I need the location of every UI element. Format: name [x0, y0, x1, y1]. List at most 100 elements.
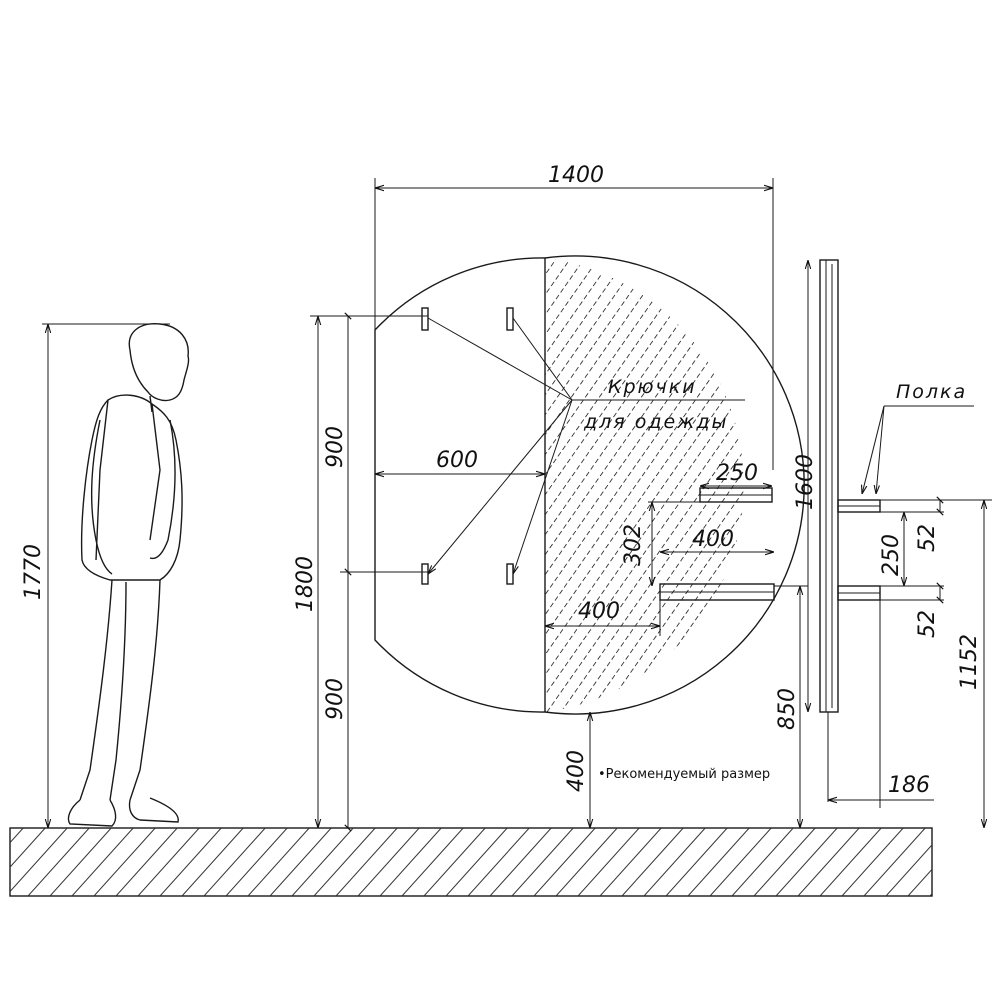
person-height-label: 1770: [21, 544, 46, 600]
hatch-line: [43, 258, 361, 712]
hatch-line: [269, 828, 332, 896]
hook-top-right: [506, 307, 514, 331]
hatch-line: [0, 258, 39, 712]
hatch-line: [885, 844, 932, 896]
hatch-line: [616, 258, 744, 712]
hatch-line: [995, 258, 1000, 712]
hatch-line: [0, 258, 151, 712]
hatch-line: [545, 258, 558, 712]
hatch-line: [225, 828, 288, 896]
hatch-line: [0, 258, 207, 712]
hatch-line: [819, 828, 882, 896]
shelf-gap-label: 302: [621, 524, 646, 566]
hatch-line: [0, 258, 123, 712]
hatch-line: [883, 258, 1000, 712]
floor-clearance-dimension: 400 •Рекомендуемый размер: [564, 712, 770, 828]
side-height-label: 1600: [793, 454, 818, 510]
hatch-line: [1, 258, 319, 712]
side-view: 1600 Полка 52 250 52 1152 186: [793, 259, 992, 828]
hatch-line: [709, 828, 772, 896]
hooks-label-line2: для одежды: [583, 411, 728, 433]
hatch-line: [731, 828, 794, 896]
hatch-line: [113, 258, 431, 712]
hatch-line: [445, 828, 508, 896]
hatch-line: [49, 828, 112, 896]
hatch-line: [545, 258, 572, 712]
hatch-line: [247, 828, 310, 896]
hatch-line: [155, 258, 473, 712]
hatch-line: [10, 828, 68, 893]
hatch-line: [467, 828, 530, 896]
mirror-front-view: [0, 255, 1000, 715]
hatch-line: [952, 828, 1000, 896]
hatch-line: [0, 258, 95, 712]
mirror-height-dimensions: 1800 900 900: [293, 312, 428, 832]
lower-half-label: 900: [323, 678, 348, 720]
front-shelves: 250 302 400 400: [545, 461, 775, 636]
hatch-line: [169, 258, 487, 712]
hatch-line: [545, 258, 586, 712]
hatch-line: [137, 828, 200, 896]
hatch-line: [687, 828, 750, 896]
hatch-line: [0, 258, 137, 712]
hooks-label-line1: Крючки: [608, 376, 697, 398]
hatch-line: [0, 828, 1, 896]
hatch-line: [0, 258, 11, 712]
hatch-line: [0, 258, 25, 712]
hatch-line: [545, 258, 740, 712]
hatch-line: [996, 828, 1000, 896]
hatch-line: [560, 258, 744, 712]
hatch-line: [10, 828, 46, 868]
shelf-height-dimension: 850: [774, 585, 808, 828]
hatch-line: [159, 828, 222, 896]
width-label: 1400: [548, 163, 604, 188]
hatch-line: [335, 828, 398, 896]
hatch-line: [379, 828, 442, 896]
hatch-line: [71, 258, 389, 712]
hatch-line: [841, 828, 904, 896]
total-height-label: 1800: [293, 556, 318, 612]
hatch-line: [545, 258, 614, 712]
hook-top-left: [421, 307, 429, 331]
floor-clearance-label: 400: [564, 750, 589, 792]
hooks: Крючки для одежды: [421, 307, 745, 585]
hatch-line: [0, 258, 67, 712]
hatch-line: [0, 258, 277, 712]
hatch-line: [545, 258, 642, 712]
hatch-line: [0, 258, 179, 712]
hatch-line: [533, 828, 596, 896]
side-shelf-bottom-thickness-label: 52: [915, 610, 940, 638]
hatch-line: [357, 828, 420, 896]
hatch-line: [401, 828, 464, 896]
hatch-line: [511, 828, 574, 896]
hatch-line: [863, 828, 926, 896]
hook-bottom-right: [506, 563, 514, 585]
upper-half-label: 900: [323, 426, 348, 468]
hatch-line: [183, 258, 501, 712]
hatch-line: [555, 828, 618, 896]
side-shelf-spacing-label: 250: [879, 534, 904, 576]
hatch-line: [545, 258, 744, 712]
hatch-line: [203, 828, 266, 896]
hatch-line: [545, 258, 656, 712]
hatch-line: [929, 893, 932, 896]
hatch-line: [93, 828, 156, 896]
shelf-top-length-label: 250: [716, 461, 758, 486]
hatch-line: [546, 258, 744, 712]
hatch-line: [225, 258, 543, 712]
hatch-line: [489, 828, 552, 896]
side-depth-label: 186: [888, 773, 930, 798]
hatch-line: [0, 258, 221, 712]
hatch-line: [181, 828, 244, 896]
hatch-line: [0, 258, 235, 712]
hook-offset-label: 600: [436, 448, 478, 473]
hatch-line: [897, 258, 1000, 712]
shelf-height-label: 850: [775, 688, 800, 730]
hook-bottom-left: [421, 563, 429, 585]
hatch-line: [545, 258, 744, 712]
hatch-line: [545, 258, 744, 712]
shelf-step-label: 400: [578, 599, 620, 624]
hatch-line: [313, 828, 376, 896]
hatch-line: [197, 258, 515, 712]
